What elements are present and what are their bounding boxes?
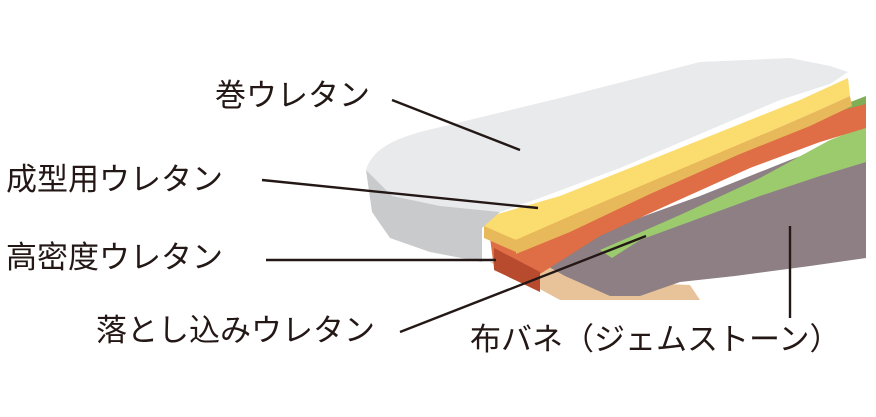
label-molded-urethane: 成型用ウレタン [6, 162, 223, 198]
leader-line-maki [391, 98, 521, 152]
label-wrap-urethane: 巻ウレタン [215, 78, 370, 114]
molded-urethane-edge [484, 226, 516, 252]
label-fabric-spring: 布バネ（ジェムストーン） [470, 322, 841, 358]
wrap-urethane-side [366, 170, 500, 262]
high-density-urethane-layer [490, 104, 866, 290]
leader-line-otoshi [399, 234, 647, 334]
leader-line-seikei [261, 178, 539, 210]
molded-urethane-layer [484, 78, 850, 240]
drop-in-urethane-layer [600, 126, 866, 258]
label-drop-in-urethane: 落とし込みウレタン [96, 313, 375, 349]
molded-urethane-underside [516, 96, 852, 254]
wrap-urethane-top [366, 58, 848, 212]
label-high-density-urethane: 高密度ウレタン [6, 240, 223, 276]
